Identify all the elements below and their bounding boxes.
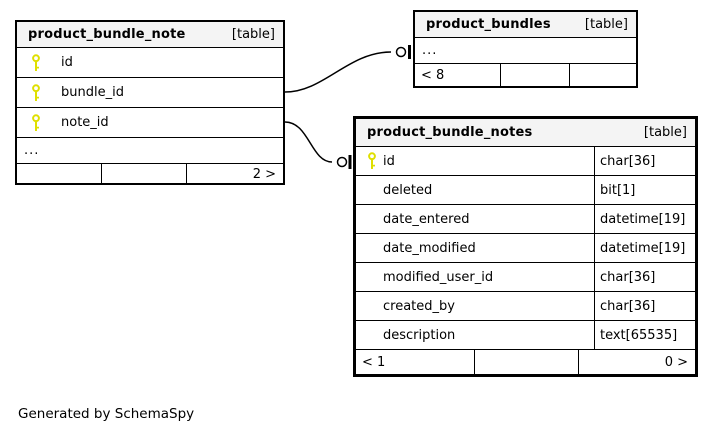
footer-cell <box>569 64 636 86</box>
relationship-line-bundle <box>284 51 392 93</box>
footer-cell-parents-count: < 8 <box>421 67 445 83</box>
generated-by-caption: Generated by SchemaSpy <box>18 406 195 422</box>
footer-cell <box>17 164 101 185</box>
relationship-footer: < 1 0 > <box>356 350 695 374</box>
column-row-bundle-id[interactable]: bundle_id <box>17 78 283 108</box>
relationship-footer: < 8 <box>415 64 636 86</box>
table-product-bundles: product_bundles [table] ... < 8 <box>413 10 638 88</box>
relationship-endpoint-circle <box>395 46 407 58</box>
table-product-bundle-note: product_bundle_note [table] id b <box>15 20 285 185</box>
primary-key-icon <box>366 152 377 170</box>
column-type: char[36] <box>594 147 695 175</box>
column-name: date_entered <box>383 211 470 227</box>
footer-cell-parents-count: < 1 <box>362 354 386 370</box>
relationship-footer: 2 > <box>17 164 283 185</box>
column-name: id <box>61 55 73 70</box>
table-title: product_bundle_notes <box>367 125 533 140</box>
footer-cell <box>500 64 569 86</box>
table-type-badge: [table] <box>584 17 628 32</box>
footer-cell-children-count: 0 > <box>578 350 695 374</box>
table-type-badge: [table] <box>231 27 275 42</box>
primary-key-icon <box>30 113 41 132</box>
column-type: bit[1] <box>594 176 695 204</box>
hidden-columns-ellipsis: ... <box>17 138 283 164</box>
table-type-badge: [table] <box>643 125 687 140</box>
column-name: note_id <box>61 115 109 130</box>
column-row-modified-user-id[interactable]: modified_user_id char[36] <box>356 263 695 292</box>
column-name: modified_user_id <box>383 269 494 285</box>
table-title: product_bundles <box>426 17 551 32</box>
column-row-date-entered[interactable]: date_entered datetime[19] <box>356 205 695 234</box>
column-row-created-by[interactable]: created_by char[36] <box>356 292 695 321</box>
column-name: created_by <box>383 298 455 314</box>
column-row-deleted[interactable]: deleted bit[1] <box>356 176 695 205</box>
column-type: text[65535] <box>594 321 695 349</box>
footer-cell <box>101 164 186 185</box>
footer-cell-children-count: 2 > <box>186 164 283 185</box>
hidden-columns-ellipsis: ... <box>415 38 636 64</box>
column-row-id[interactable]: id <box>17 48 283 78</box>
column-name: id <box>383 153 395 169</box>
column-name: bundle_id <box>61 85 124 100</box>
column-row-description[interactable]: description text[65535] <box>356 321 695 350</box>
relationship-line-note <box>284 121 333 163</box>
column-name: date_modified <box>383 240 476 256</box>
column-type: datetime[19] <box>594 205 695 233</box>
table-header[interactable]: product_bundle_note [table] <box>17 22 283 48</box>
table-header[interactable]: product_bundle_notes [table] <box>356 119 695 147</box>
column-type: char[36] <box>594 263 695 291</box>
column-row-id[interactable]: id char[36] <box>356 147 695 176</box>
table-product-bundle-notes: product_bundle_notes [table] id char[36]… <box>353 116 698 377</box>
column-name: deleted <box>383 182 433 198</box>
primary-key-icon <box>30 53 41 72</box>
column-type: datetime[19] <box>594 234 695 262</box>
relationship-endpoint-circle <box>336 156 348 168</box>
column-name: description <box>383 327 456 343</box>
column-row-date-modified[interactable]: date_modified datetime[19] <box>356 234 695 263</box>
footer-cell <box>474 350 578 374</box>
primary-key-icon <box>30 83 41 102</box>
column-row-note-id[interactable]: note_id <box>17 108 283 138</box>
table-title: product_bundle_note <box>28 27 186 42</box>
table-header[interactable]: product_bundles [table] <box>415 12 636 38</box>
column-type: char[36] <box>594 292 695 320</box>
